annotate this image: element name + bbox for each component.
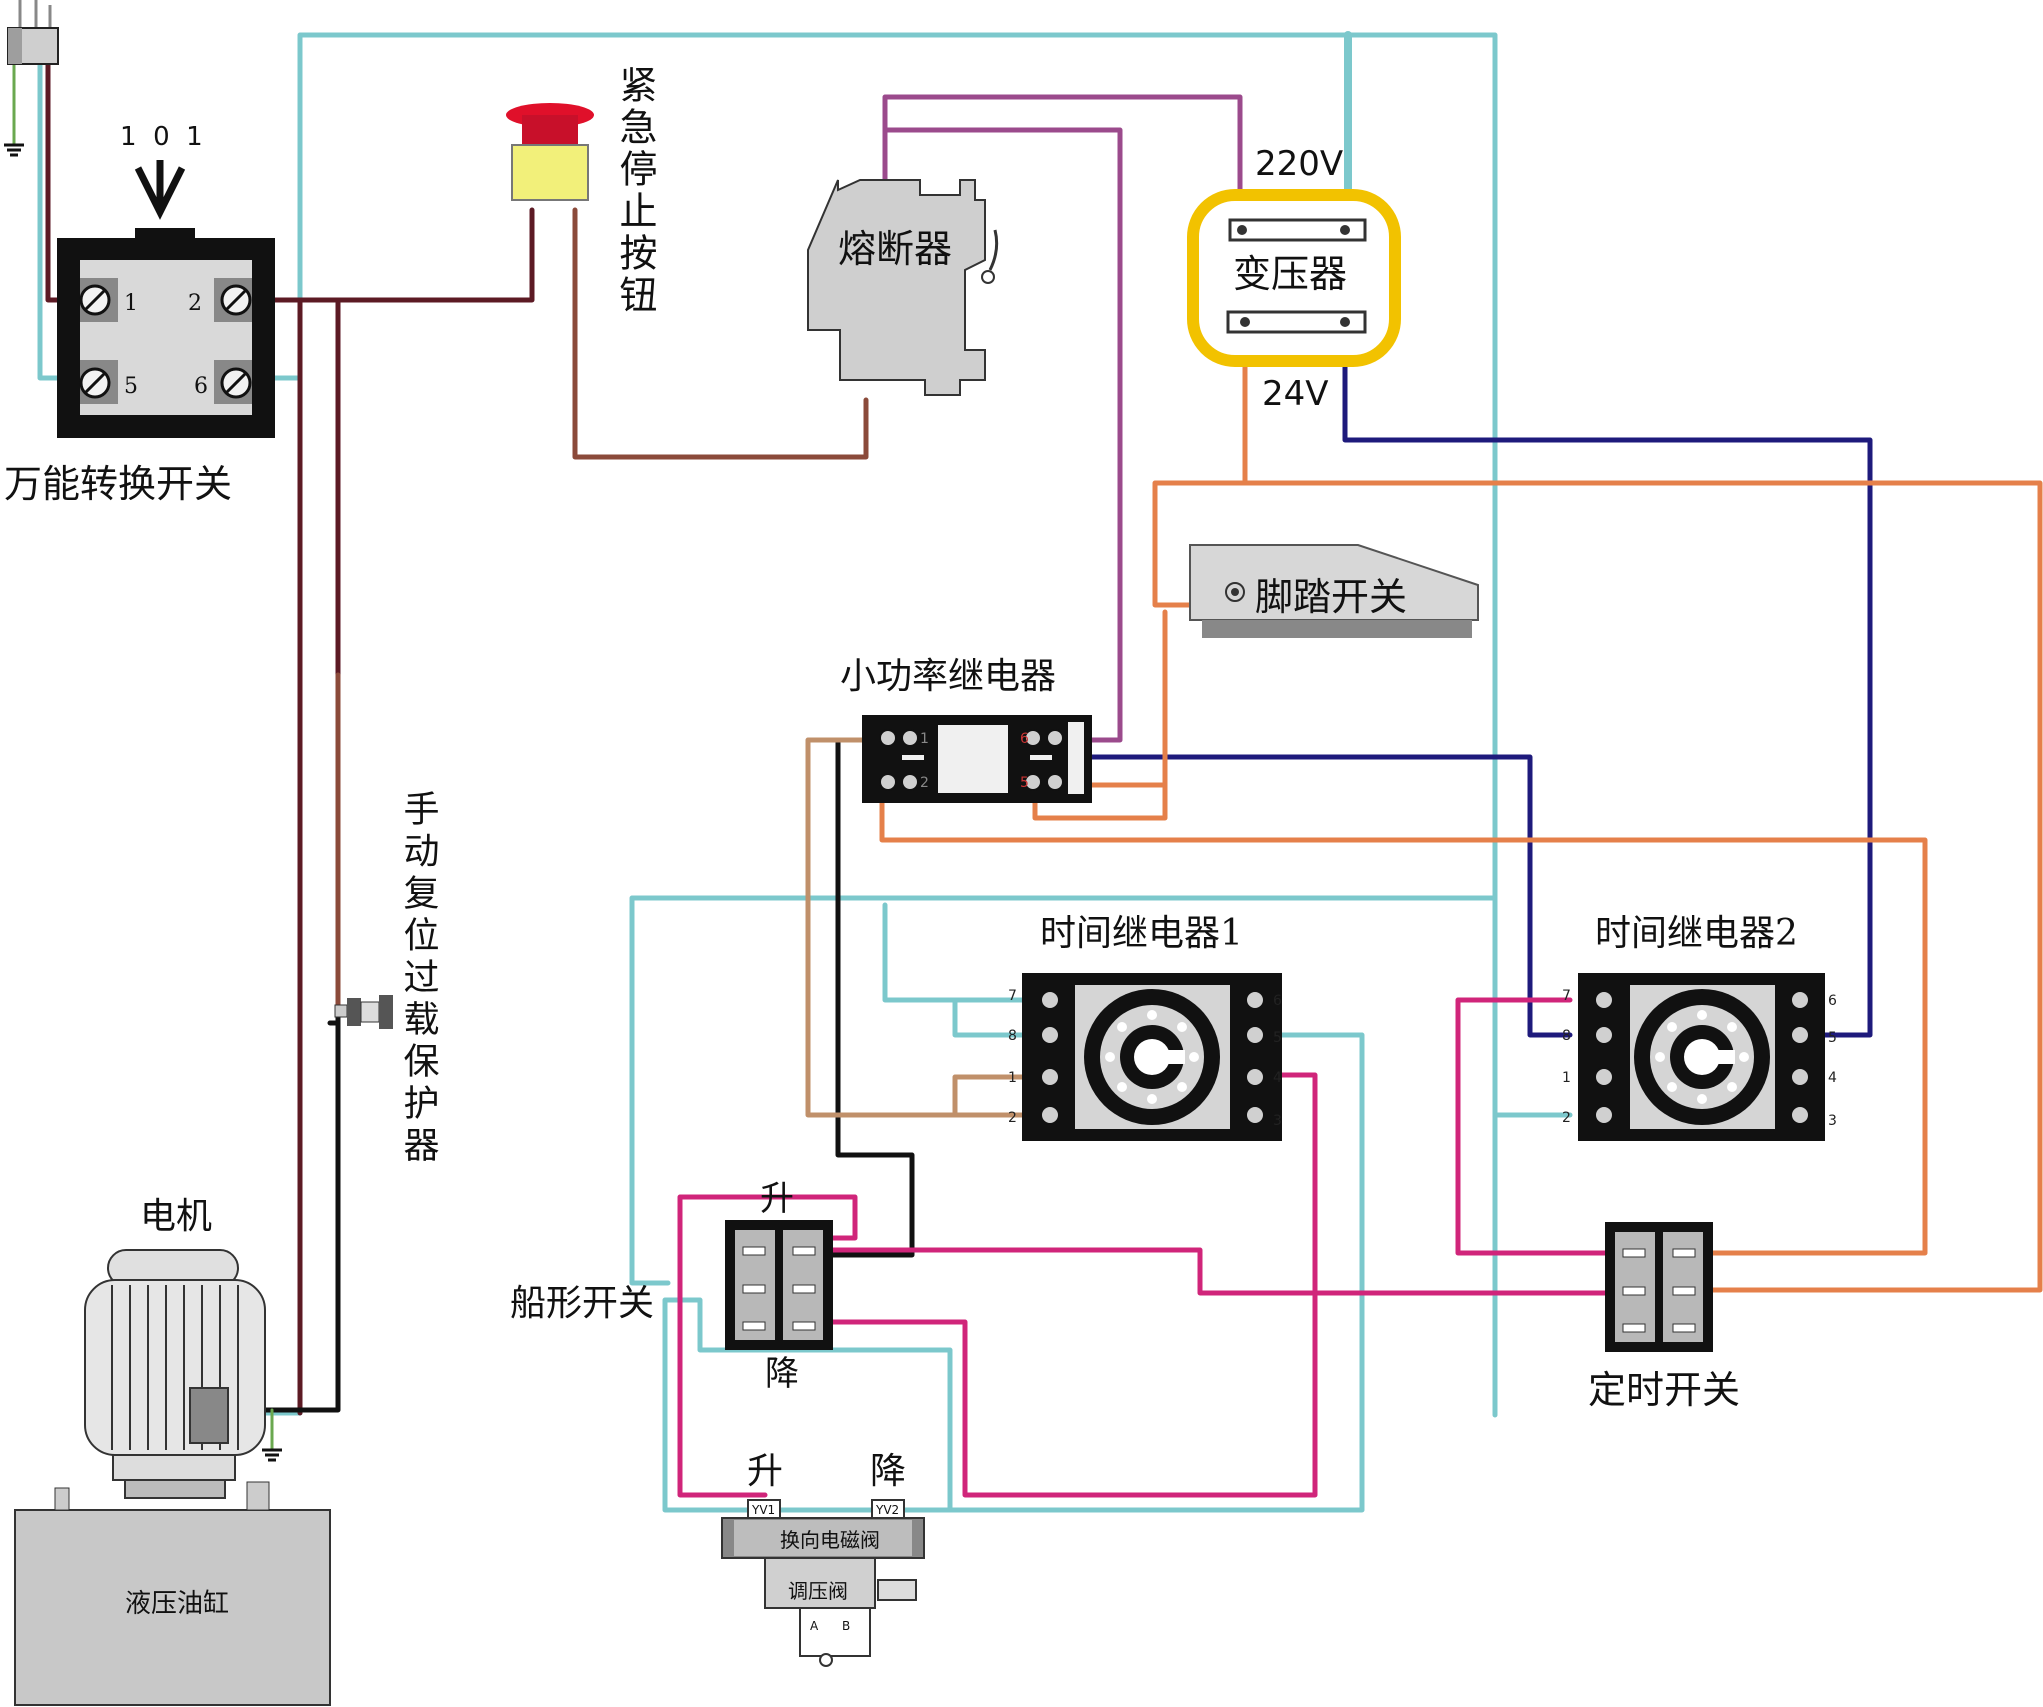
svg-text:1: 1	[124, 291, 138, 316]
svg-text:6: 6	[1828, 993, 1837, 1009]
foot-switch-label: 脚踏开关	[1255, 575, 1407, 619]
ground-icon	[262, 1448, 282, 1462]
switch-handle-icon	[134, 160, 186, 220]
valve-down-label: 降	[870, 1451, 906, 1492]
timer1-label: 时间继电器1	[1040, 913, 1243, 954]
svg-text:3: 3	[1273, 1113, 1282, 1129]
emergency-stop-label: 紧急停止按钮	[613, 65, 657, 317]
svg-text:8: 8	[1562, 1028, 1571, 1044]
svg-text:4: 4	[1828, 1070, 1837, 1086]
220v-label: 220V	[1255, 144, 1343, 184]
svg-text:8: 8	[1008, 1028, 1017, 1044]
motor: 电机	[84, 1196, 282, 1499]
overload-protector-label: 手动复位过载保护器	[398, 790, 440, 1168]
timer-switch-label: 定时开关	[1588, 1368, 1740, 1412]
fuse: 熔断器	[807, 179, 999, 396]
svg-text:2: 2	[920, 775, 929, 791]
timer2-label: 时间继电器2	[1595, 913, 1798, 954]
transformer-label: 变压器	[1233, 252, 1347, 296]
switch-terminals: 1 2 5 6	[79, 278, 252, 404]
wire-maroon	[45, 57, 535, 1416]
svg-text:5: 5	[1828, 1030, 1837, 1046]
svg-text:6: 6	[1020, 731, 1029, 747]
svg-text:1: 1	[1008, 1070, 1017, 1086]
svg-text:A: A	[810, 1619, 819, 1633]
wire-cyan-timer1	[662, 902, 1365, 1513]
universal-switch: 1 0 1 1 2 5 6 万能转换开关	[4, 122, 275, 506]
timer-switch: 定时开关	[1588, 1222, 1740, 1412]
overload-protector: 手动复位过载保护器	[334, 790, 440, 1168]
universal-switch-label: 万能转换开关	[4, 462, 232, 506]
svg-text:6: 6	[194, 374, 208, 399]
svg-text:2: 2	[1562, 1110, 1571, 1126]
wire-tan	[805, 737, 1025, 1118]
svg-text:5: 5	[1273, 1030, 1282, 1046]
svg-text:6: 6	[1273, 993, 1282, 1009]
switch-position-labels: 1 0 1	[120, 122, 203, 152]
wire-navy	[1052, 319, 1873, 1038]
solenoid-valve-label: 换向电磁阀	[780, 1528, 880, 1552]
rocker-down-label: 降	[765, 1354, 799, 1394]
tank-label: 液压油缸	[125, 1589, 229, 1619]
svg-text:5: 5	[1020, 775, 1029, 791]
wire-orange	[879, 319, 2043, 1293]
power-plug	[4, 0, 59, 157]
svg-text:7: 7	[1008, 988, 1017, 1004]
svg-text:2: 2	[1008, 1110, 1017, 1126]
svg-text:YV2: YV2	[875, 1503, 899, 1517]
svg-text:YV1: YV1	[751, 1503, 775, 1517]
24v-label: 24V	[1262, 374, 1329, 414]
svg-text:2: 2	[188, 291, 202, 316]
wire-cyan-main	[297, 32, 1498, 1418]
svg-text:5: 5	[124, 374, 138, 399]
ground-icon	[4, 143, 24, 157]
fuse-label: 熔断器	[838, 227, 952, 271]
solenoid-valve: 升 降 YV1 YV2 换向电磁阀 调压阀 A B	[721, 1451, 925, 1667]
foot-switch: 脚踏开关	[1189, 544, 1479, 638]
svg-text:1: 1	[1562, 1070, 1571, 1086]
rocker-switch: 升 降 船形开关	[510, 1179, 833, 1394]
wire-purple	[882, 94, 1243, 743]
wire-green-ground	[12, 58, 274, 1452]
svg-text:7: 7	[1562, 988, 1571, 1004]
timer-relay-1: 时间继电器1 7 8 1 2 6 5 4 3	[1008, 913, 1282, 1141]
svg-text:1: 1	[920, 731, 929, 747]
timer-relay-2: 时间继电器2 7 8 1 2 6 5 4 3	[1562, 913, 1837, 1141]
small-relay-label: 小功率继电器	[840, 656, 1056, 697]
emergency-stop-button: 紧急停止按钮	[506, 65, 657, 317]
rocker-up-label: 升	[760, 1179, 794, 1219]
motor-label: 电机	[140, 1196, 212, 1237]
svg-text:3: 3	[1828, 1113, 1837, 1129]
hydraulic-tank: 液压油缸	[14, 1481, 331, 1706]
valve-up-label: 升	[747, 1451, 783, 1492]
rocker-switch-label: 船形开关	[510, 1283, 654, 1324]
small-power-relay: 小功率继电器 1 2 6 5	[840, 656, 1092, 803]
svg-text:B: B	[842, 1619, 850, 1633]
wire-magenta	[677, 997, 1621, 1498]
pressure-valve-label: 调压阀	[788, 1579, 848, 1603]
svg-text:4: 4	[1273, 1070, 1282, 1086]
transformer: 220V 变压器 24V	[1187, 144, 1401, 414]
